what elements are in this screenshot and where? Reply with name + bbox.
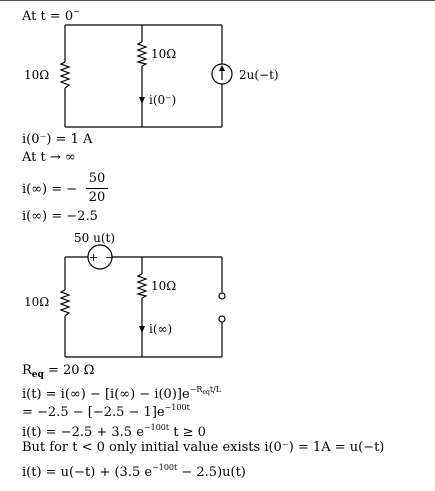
c2-mid-resistor-label: 10Ω [151,279,176,293]
c2-source-plus: + [89,251,98,264]
eq-initial-note: But for t < 0 only initial value exists … [22,440,385,455]
c1-current-arrow [139,97,145,104]
c2-voltage-source [87,244,113,270]
c2-current-arrow [139,326,145,333]
c1-left-resistor-label: 10Ω [24,68,49,82]
eq-substituted: = −2.5 − [−2.5 − 1]e−100t [22,403,190,420]
c1-source-arrow-head [219,65,225,71]
fraction-denominator: 20 [88,190,106,205]
c1-left-resistor [59,61,71,89]
c2-open-terminal-top [218,292,226,300]
eq-iinf-lhs: i(∞) = − [22,182,78,197]
eq-i0: i(0⁻) = 1 A [22,132,93,147]
c2-mid-resistor [135,273,148,299]
c1-source-label: 2u(−t) [239,68,279,82]
heading-t0: At t = 0− [22,7,80,24]
c1-current-source [211,63,233,85]
heading-tinf: At t → ∞ [22,150,76,165]
c2-open-terminal-bottom [218,315,226,323]
c1-mid-resistor-label: 10Ω [151,47,176,61]
c1-mid-resistor [135,41,148,67]
c2-left-resistor [59,289,71,317]
eq-it-general: i(t) = i(∞) − [i(∞) − i(0)]e−Reqt/L [22,385,222,402]
fraction-bar [86,188,108,189]
eq-req: Req = 20 Ω [22,363,95,380]
c2-left-resistor-label: 10Ω [24,295,49,309]
eq-final: i(t) = u(−t) + (3.5 e−100t − 2.5)u(t) [22,463,246,480]
c1-current-label: i(0⁻) [149,93,176,107]
c2-source-label: 50 u(t) [74,231,115,245]
top-rule [0,0,435,1]
eq-iinf-fraction: 50 20 [86,172,108,205]
c2-current-label: i(∞) [149,322,172,336]
fraction-numerator: 50 [88,171,106,186]
eq-it-positive: i(t) = −2.5 + 3.5 e−100t t ≥ 0 [22,423,206,440]
eq-iinf-value: i(∞) = −2.5 [22,209,98,224]
c2-source-minus: − [105,251,114,264]
